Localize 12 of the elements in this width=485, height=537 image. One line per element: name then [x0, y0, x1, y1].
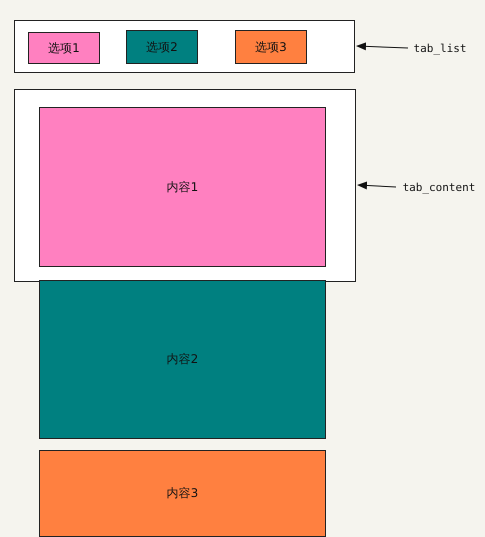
annotation-label: tab_list — [410, 40, 470, 56]
content-frame — [14, 89, 356, 282]
leader-arrow — [356, 42, 408, 50]
tab-button: 选项3 — [235, 30, 307, 64]
tab-button: 选项2 — [126, 30, 198, 64]
tab-bar-panel — [14, 20, 355, 73]
leader-arrow — [357, 181, 396, 190]
content-panel: 内容1 — [39, 107, 326, 267]
tab-button: 选项1 — [28, 32, 100, 64]
annotation-label: tab_content — [398, 179, 480, 195]
content-panel: 内容3 — [39, 450, 326, 537]
content-panel: 内容2 — [39, 280, 326, 439]
